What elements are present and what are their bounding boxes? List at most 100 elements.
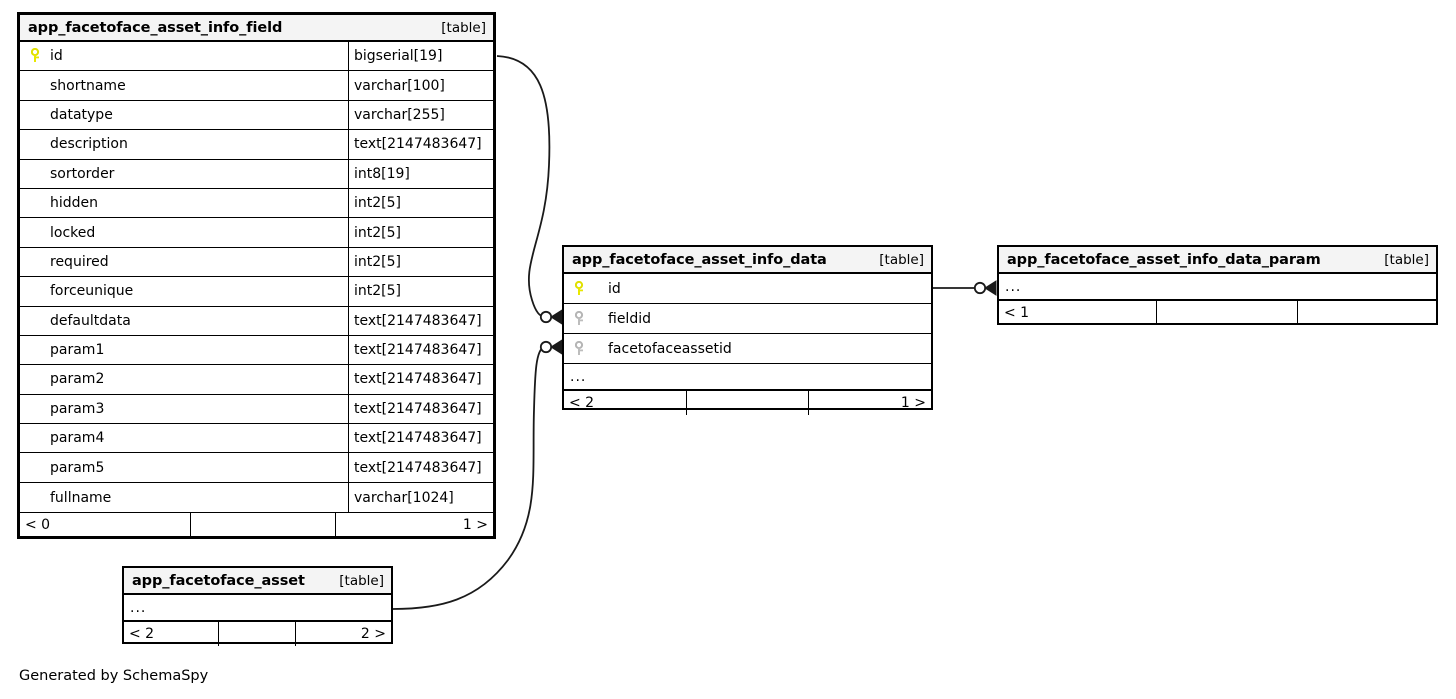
- table-row[interactable]: description text[2147483647]: [20, 130, 493, 160]
- table-type-tag: [table]: [1384, 251, 1429, 268]
- column-name: locked: [50, 224, 96, 241]
- table-row[interactable]: facetofaceassetid: [564, 334, 931, 364]
- column-name-cell: param2: [20, 365, 348, 393]
- table-body: ...: [124, 595, 391, 621]
- table-header: app_facetoface_asset [table]: [124, 568, 391, 595]
- footer-child-count[interactable]: [1297, 301, 1436, 325]
- column-type-cell: int8[19]: [348, 159, 493, 188]
- table-type-tag: [table]: [441, 19, 486, 36]
- column-name: hidden: [50, 195, 99, 212]
- column-name-cell: id: [564, 274, 931, 303]
- table-header: app_facetoface_asset_info_field [table]: [20, 15, 493, 42]
- table-row[interactable]: param1 text[2147483647]: [20, 335, 493, 366]
- table-body: id fieldid facetofaceassetid: [564, 274, 931, 390]
- table-app-facetoface-asset[interactable]: app_facetoface_asset [table] ... < 2 2 >: [122, 566, 393, 646]
- table-header: app_facetoface_asset_info_data [table]: [564, 247, 931, 274]
- table-row[interactable]: param5 text[2147483647]: [20, 453, 493, 483]
- column-name: param4: [50, 430, 105, 447]
- column-name: forceunique: [50, 283, 134, 300]
- column-name-cell: param4: [20, 424, 348, 452]
- column-name: param5: [50, 459, 105, 476]
- table-row[interactable]: hidden int2[5]: [20, 188, 493, 219]
- table-row[interactable]: param3 text[2147483647]: [20, 394, 493, 425]
- column-name-cell: forceunique: [20, 277, 348, 305]
- table-title: app_facetoface_asset: [132, 572, 305, 589]
- footer-child-count[interactable]: 2 >: [295, 622, 391, 646]
- column-name-cell: locked: [20, 218, 348, 246]
- column-name: required: [50, 253, 109, 270]
- table-body: id bigserial[19] shortname varchar[100] …: [20, 42, 493, 513]
- column-name: id: [608, 280, 621, 297]
- column-type-cell: bigserial[19]: [348, 42, 493, 71]
- column-type-cell: varchar[255]: [348, 100, 493, 130]
- column-name: sortorder: [50, 165, 115, 182]
- footer-middle-cell: [190, 513, 335, 538]
- column-name-cell: param3: [20, 395, 348, 423]
- column-type-cell: text[2147483647]: [348, 306, 493, 335]
- primary-key-icon: [570, 280, 592, 297]
- column-name-cell: fullname: [20, 483, 348, 512]
- table-row[interactable]: id bigserial[19]: [20, 42, 493, 72]
- column-type-cell: text[2147483647]: [348, 130, 493, 159]
- column-type-cell: int2[5]: [348, 218, 493, 247]
- table-row[interactable]: param4 text[2147483647]: [20, 424, 493, 454]
- table-footer: < 0 1 >: [20, 512, 493, 538]
- table-row[interactable]: defaultdata text[2147483647]: [20, 306, 493, 336]
- truncated-columns-indicator: ...: [999, 274, 1436, 300]
- foreign-key-icon: [570, 340, 592, 357]
- primary-key-icon: [26, 48, 48, 64]
- table-row[interactable]: shortname varchar[100]: [20, 71, 493, 101]
- table-title: app_facetoface_asset_info_data: [572, 251, 827, 268]
- column-name: fieldid: [608, 310, 651, 327]
- table-app-facetoface-asset-info-data[interactable]: app_facetoface_asset_info_data [table] i…: [562, 245, 933, 415]
- table-row[interactable]: fullname varchar[1024]: [20, 482, 493, 513]
- footer-middle-cell: [218, 622, 295, 646]
- column-name-cell: param5: [20, 453, 348, 481]
- column-name: facetofaceassetid: [608, 340, 732, 357]
- table-row[interactable]: locked int2[5]: [20, 218, 493, 248]
- column-type-cell: varchar[100]: [348, 71, 493, 100]
- footer-parent-count[interactable]: < 2: [129, 626, 155, 642]
- footer-parent-count[interactable]: < 1: [1004, 305, 1030, 321]
- table-row[interactable]: fieldid: [564, 304, 931, 334]
- footer-parent-count[interactable]: < 0: [25, 517, 51, 534]
- table-header: app_facetoface_asset_info_data_param [ta…: [999, 247, 1436, 274]
- footer-child-count[interactable]: 1 >: [335, 513, 493, 538]
- footer-parent-count[interactable]: < 2: [569, 395, 595, 411]
- table-row[interactable]: required int2[5]: [20, 247, 493, 278]
- table-row[interactable]: datatype varchar[255]: [20, 100, 493, 131]
- table-type-tag: [table]: [339, 572, 384, 589]
- table-app-facetoface-asset-info-data-param[interactable]: app_facetoface_asset_info_data_param [ta…: [997, 245, 1438, 325]
- column-name-cell: facetofaceassetid: [564, 334, 931, 363]
- column-name: datatype: [50, 106, 113, 123]
- column-type-cell: text[2147483647]: [348, 453, 493, 482]
- column-name-cell: shortname: [20, 71, 348, 99]
- column-name-cell: id: [20, 42, 348, 70]
- column-name-cell: param1: [20, 336, 348, 364]
- table-title: app_facetoface_asset_info_data_param: [1007, 251, 1321, 268]
- table-app-facetoface-asset-info-field[interactable]: app_facetoface_asset_info_field [table] …: [17, 12, 496, 539]
- foreign-key-icon: [570, 310, 592, 327]
- table-footer: < 2 2 >: [124, 621, 391, 646]
- column-type-cell: text[2147483647]: [348, 365, 493, 394]
- table-title: app_facetoface_asset_info_field: [28, 19, 283, 36]
- generator-credit: Generated by SchemaSpy: [19, 668, 209, 684]
- footer-middle-cell: [686, 391, 808, 415]
- table-row[interactable]: forceunique int2[5]: [20, 277, 493, 307]
- column-name: fullname: [50, 489, 112, 506]
- table-row[interactable]: id: [564, 274, 931, 304]
- column-name: param3: [50, 400, 105, 417]
- edge-field-id-to-data-fieldid: [496, 55, 551, 318]
- column-name-cell: sortorder: [20, 160, 348, 188]
- column-name-cell: description: [20, 130, 348, 158]
- footer-child-count[interactable]: 1 >: [808, 391, 931, 415]
- column-name: defaultdata: [50, 312, 131, 329]
- column-name-cell: datatype: [20, 101, 348, 129]
- column-type-cell: int2[5]: [348, 277, 493, 306]
- column-name: param2: [50, 371, 105, 388]
- table-row[interactable]: param2 text[2147483647]: [20, 365, 493, 395]
- table-row[interactable]: sortorder int8[19]: [20, 159, 493, 189]
- column-type-cell: int2[5]: [348, 188, 493, 218]
- truncated-columns-indicator: ...: [564, 364, 931, 390]
